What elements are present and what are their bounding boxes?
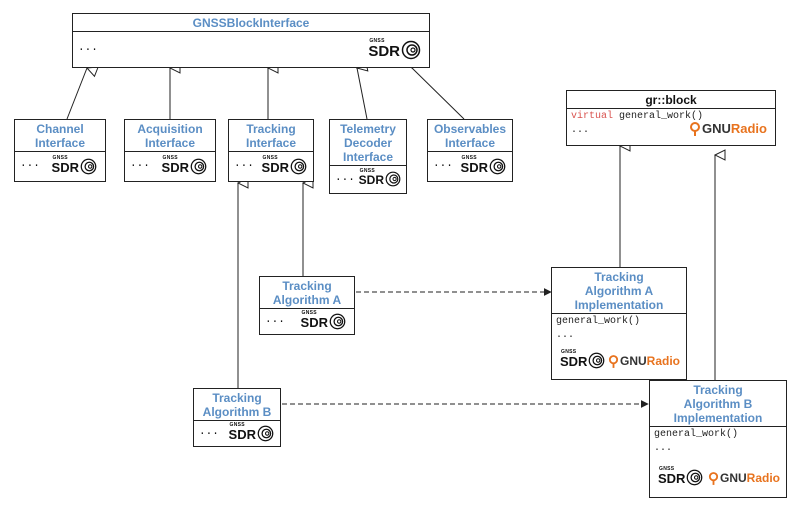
edge-channel-inherits-gnss xyxy=(66,68,87,120)
box-body: ... xyxy=(20,158,40,170)
box-method: virtual general_work() xyxy=(571,111,704,122)
box-body: ... xyxy=(234,158,254,170)
box-body: ... xyxy=(556,330,575,341)
box-body: ... xyxy=(571,125,590,136)
box-body: ... xyxy=(654,443,673,454)
box-body: ... xyxy=(265,314,285,326)
box-body: ... xyxy=(78,42,98,54)
box-title: gr::block xyxy=(567,91,775,109)
gr-block-box[interactable]: gr::block virtual general_work() ... GNU… xyxy=(566,90,776,146)
edge-observables-inherits-gnss xyxy=(412,68,465,120)
box-method: general_work() xyxy=(556,316,641,327)
box-body: ... xyxy=(199,426,219,438)
box-body: ... xyxy=(130,158,150,170)
box-body: ... xyxy=(335,172,355,184)
box-method: general_work() xyxy=(654,429,739,440)
box-body: ... xyxy=(433,158,453,170)
box-title: GNSSBlockInterface xyxy=(73,14,429,32)
edge-telemetry-inherits-gnss xyxy=(357,68,367,120)
